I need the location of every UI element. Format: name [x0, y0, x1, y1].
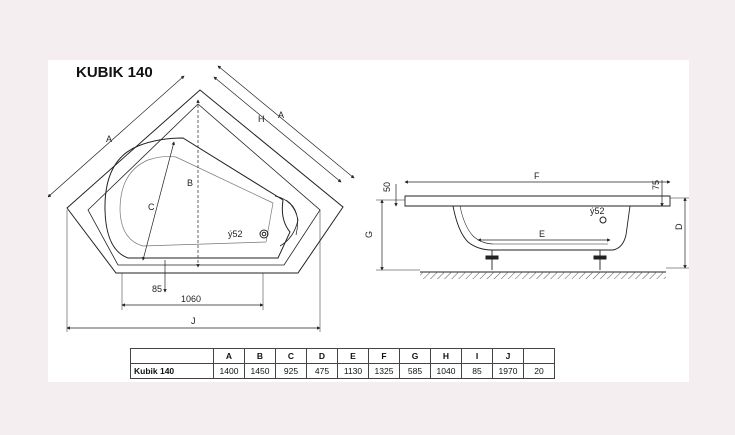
dim-a-right	[217, 65, 355, 179]
dimension-table: A B C D E F G H I J Kubik 140 1400 1450 …	[130, 348, 555, 379]
plan-view	[48, 65, 355, 332]
label-d: D	[674, 223, 684, 230]
dim-h	[213, 76, 342, 183]
table-cell: 1450	[244, 363, 276, 379]
table-cell: 20	[523, 363, 555, 379]
technical-drawing: A H A B C ý52 85 1060 J	[48, 65, 689, 332]
label-e: E	[539, 229, 545, 239]
tub-floor	[119, 156, 274, 247]
label-b: B	[187, 178, 193, 188]
dim-c	[142, 141, 175, 261]
drawing-sheet: KUBIK 140	[48, 60, 689, 382]
label-f: F	[534, 171, 540, 181]
label-side-drain: ý52	[590, 206, 605, 216]
label-i: 85	[152, 284, 162, 294]
table-cell: 1130	[337, 363, 369, 379]
table-header: J	[492, 348, 524, 364]
floor-hatch	[420, 272, 666, 279]
table-header: C	[275, 348, 307, 364]
table-cell: 1400	[213, 363, 245, 379]
table-header: B	[244, 348, 276, 364]
drain-icon	[259, 229, 269, 239]
label-j: J	[191, 316, 196, 326]
table-header: G	[399, 348, 431, 364]
label-h: H	[258, 114, 265, 124]
table-header: H	[430, 348, 462, 364]
side-rim	[404, 195, 671, 207]
label-a-right: A	[278, 110, 284, 120]
label-c: C	[148, 202, 155, 212]
label-50: 50	[382, 182, 392, 192]
table-header-row: A B C D E F G H I J	[130, 348, 555, 364]
dim-a-left	[48, 75, 185, 198]
table-cell: 85	[461, 363, 493, 379]
table-cell: 1970	[492, 363, 524, 379]
side-basin	[452, 205, 631, 251]
headrest	[274, 195, 299, 247]
label-g: G	[364, 231, 374, 238]
table-header: A	[213, 348, 245, 364]
table-header-name	[130, 348, 214, 364]
label-seat: 1060	[181, 294, 201, 304]
table-cell: 1040	[430, 363, 462, 379]
table-header	[523, 348, 555, 364]
label-a-left: A	[106, 134, 112, 144]
table-header: E	[337, 348, 369, 364]
table-cell: 585	[399, 363, 431, 379]
table-header: I	[461, 348, 493, 364]
label-drain: ý52	[228, 229, 243, 239]
tub-rim	[87, 103, 321, 266]
table-header: D	[306, 348, 338, 364]
table-cell-model: Kubik 140	[130, 363, 214, 379]
side-view	[376, 180, 689, 279]
label-75: 75	[651, 180, 661, 190]
table-cell: 925	[275, 363, 307, 379]
table-cell: 475	[306, 363, 338, 379]
table-header: F	[368, 348, 400, 364]
side-drain-icon	[599, 216, 607, 224]
table-row: Kubik 140 1400 1450 925 475 1130 1325 58…	[130, 363, 555, 379]
table-cell: 1325	[368, 363, 400, 379]
